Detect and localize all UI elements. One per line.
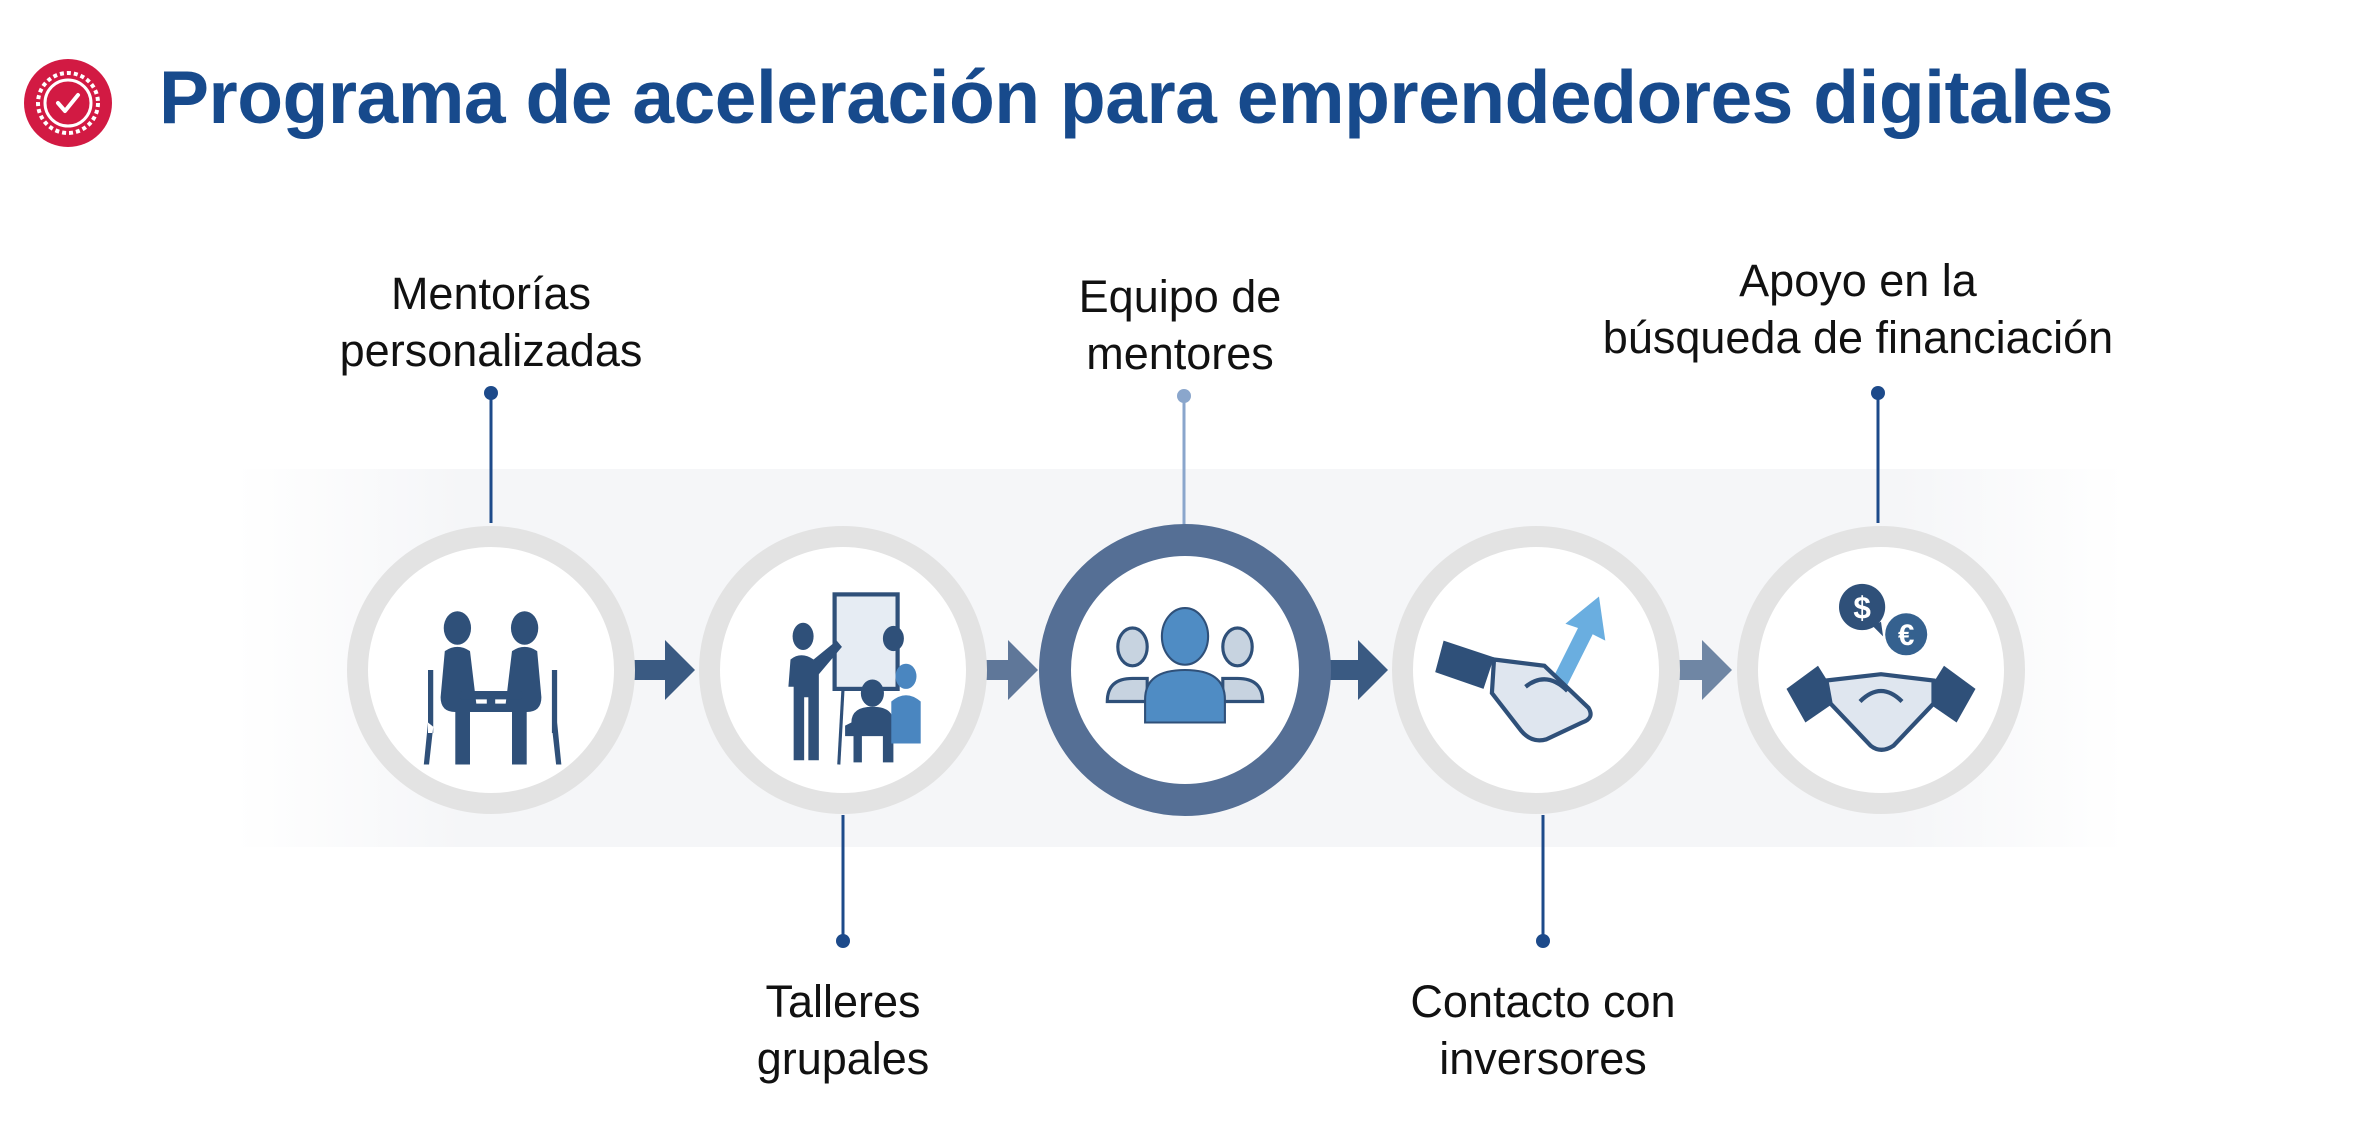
step-label-mentorias: Mentorías personalizadas bbox=[340, 265, 643, 379]
arrow-right-icon bbox=[1326, 640, 1388, 700]
connector-line bbox=[489, 393, 493, 523]
label-line: personalizadas bbox=[339, 325, 643, 376]
handshake-money-icon: $ € bbox=[1786, 583, 1976, 752]
step-label-contacto: Contacto con inversores bbox=[1410, 973, 1675, 1087]
step-equipo-mentores bbox=[1039, 524, 1331, 816]
label-line: Apoyo en la bbox=[1739, 255, 1977, 306]
step-label-equipo: Equipo de mentores bbox=[1079, 268, 1282, 382]
check-badge-icon bbox=[24, 59, 112, 147]
step-talleres bbox=[699, 526, 987, 814]
label-line: mentores bbox=[1086, 328, 1274, 379]
connector-dot bbox=[1536, 934, 1550, 948]
page-title: Programa de aceleración para emprendedor… bbox=[159, 55, 2113, 139]
svg-text:€: € bbox=[1898, 619, 1914, 652]
label-line: grupales bbox=[756, 1033, 930, 1084]
step-label-apoyo: Apoyo en la búsqueda de financiación bbox=[1603, 252, 2113, 366]
connector-dot bbox=[1177, 389, 1191, 403]
step-label-talleres: Talleres grupales bbox=[757, 973, 930, 1087]
label-line: Talleres bbox=[765, 976, 921, 1027]
one-on-one-meeting-icon bbox=[423, 611, 562, 765]
step-contacto-inversores bbox=[1392, 526, 1680, 814]
team-icon bbox=[1105, 607, 1265, 724]
connector-line bbox=[1876, 393, 1880, 523]
label-line: Mentorías bbox=[390, 268, 592, 319]
connector-line bbox=[1541, 815, 1545, 941]
arrow-right-icon bbox=[1670, 640, 1732, 700]
connector-line bbox=[841, 815, 845, 941]
connector-dot bbox=[1871, 386, 1885, 400]
group-workshop-icon bbox=[788, 592, 921, 765]
label-line: búsqueda de financiación bbox=[1602, 312, 2114, 363]
connector-dot bbox=[484, 386, 498, 400]
label-line: inversores bbox=[1439, 1033, 1647, 1084]
label-line: Contacto con bbox=[1410, 976, 1676, 1027]
handshake-growth-icon bbox=[1435, 596, 1606, 743]
step-mentorias bbox=[347, 526, 635, 814]
arrow-right-icon bbox=[976, 640, 1038, 700]
connector-line bbox=[1182, 396, 1186, 530]
svg-text:$: $ bbox=[1853, 590, 1871, 626]
label-line: Equipo de bbox=[1078, 271, 1282, 322]
arrow-right-icon bbox=[633, 640, 695, 700]
connector-dot bbox=[836, 934, 850, 948]
step-apoyo-financiacion: $ € bbox=[1737, 526, 2025, 814]
